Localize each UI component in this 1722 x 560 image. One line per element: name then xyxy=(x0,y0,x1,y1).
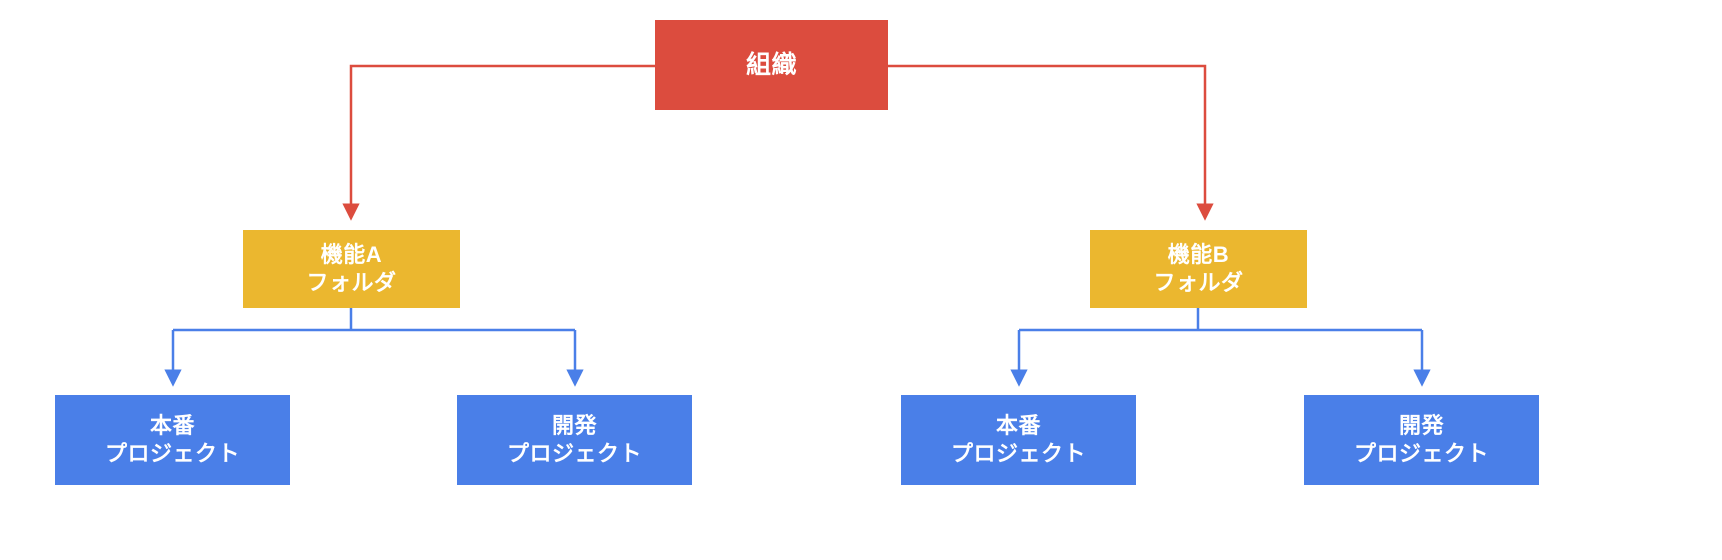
node-project-b-production-label-line2: プロジェクト xyxy=(950,441,1086,466)
node-folder-b[interactable]: 機能B フォルダ xyxy=(1090,230,1307,308)
edge-root-to-folder-a xyxy=(342,64,655,221)
node-project-b-development-label-line2: プロジェクト xyxy=(1353,441,1489,466)
node-project-a-production-label-line2: プロジェクト xyxy=(104,441,240,466)
node-project-a-production[interactable]: 本番 プロジェクト xyxy=(55,395,290,485)
node-project-b-production[interactable]: 本番 プロジェクト xyxy=(901,395,1136,485)
node-folder-b-label-line2: フォルダ xyxy=(1153,270,1244,295)
node-organization[interactable]: 組織 xyxy=(655,20,888,110)
node-project-a-development-label-line2: プロジェクト xyxy=(506,441,642,466)
node-organization-label: 組織 xyxy=(745,51,797,79)
node-folder-b-label-line1: 機能B xyxy=(1167,241,1230,267)
node-folder-a-label-line1: 機能A xyxy=(320,241,383,267)
node-folder-a[interactable]: 機能A フォルダ xyxy=(243,230,460,308)
node-folder-a-label-line2: フォルダ xyxy=(306,270,397,295)
edge-root-to-folder-b xyxy=(888,64,1214,221)
node-project-a-development[interactable]: 開発 プロジェクト xyxy=(457,395,692,485)
node-project-b-production-label-line1: 本番 xyxy=(995,412,1041,438)
node-project-b-development[interactable]: 開発 プロジェクト xyxy=(1304,395,1539,485)
node-project-a-development-label-line1: 開発 xyxy=(551,412,597,438)
node-project-a-production-label-line1: 本番 xyxy=(149,412,195,438)
node-project-b-development-label-line1: 開発 xyxy=(1398,412,1444,438)
